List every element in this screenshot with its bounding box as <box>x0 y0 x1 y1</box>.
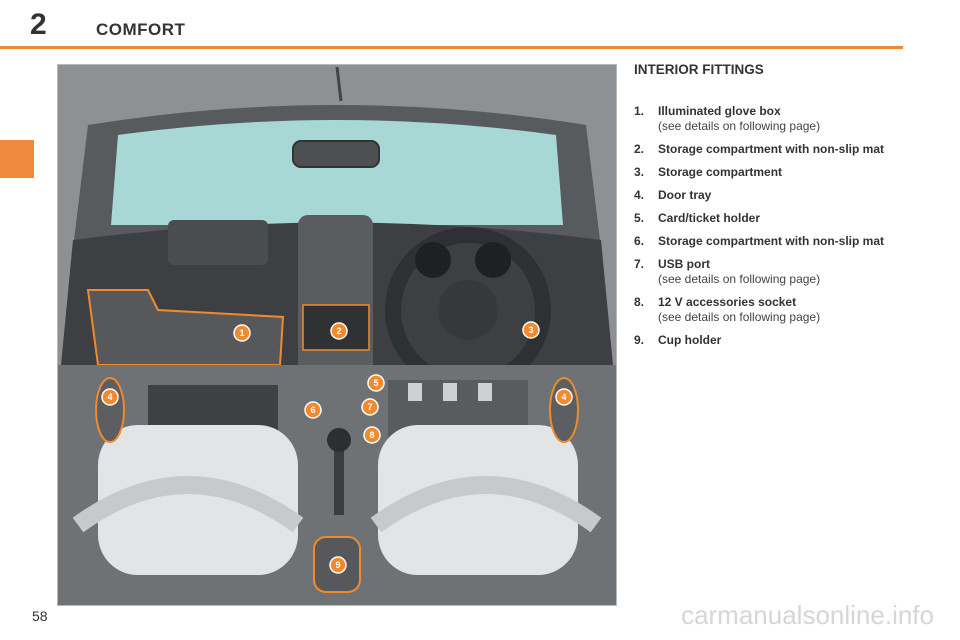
item-label: Cup holder <box>658 333 722 347</box>
list-item: 1. Illuminated glove box (see details on… <box>634 104 954 134</box>
header-rule <box>0 46 903 49</box>
list-item: 3. Storage compartment <box>634 165 954 180</box>
page-number: 58 <box>32 608 48 624</box>
chapter-title: COMFORT <box>96 20 186 39</box>
item-detail: (see details on following page) <box>658 272 821 286</box>
svg-text:2: 2 <box>336 326 341 336</box>
item-number: 5. <box>634 211 645 225</box>
callout-9: 9 <box>329 556 347 574</box>
list-item: 2. Storage compartment with non-slip mat <box>634 142 954 157</box>
car-interior-drawing: 1 2 3 4 4 5 6 7 8 9 <box>58 65 616 605</box>
car-interior-illustration: 1 2 3 4 4 5 6 7 8 9 <box>57 64 617 606</box>
item-number: 1. <box>634 104 645 118</box>
svg-text:3: 3 <box>528 325 533 335</box>
item-label: Card/ticket holder <box>658 211 761 225</box>
svg-text:4: 4 <box>107 392 112 402</box>
list-item: 5. Card/ticket holder <box>634 211 954 226</box>
list-item: 8. 12 V accessories socket (see details … <box>634 295 954 325</box>
callout-1: 1 <box>233 324 251 342</box>
item-number: 9. <box>634 333 645 347</box>
item-label: 12 V accessories socket <box>658 295 797 309</box>
item-label: Door tray <box>658 188 712 202</box>
item-number: 8. <box>634 295 645 309</box>
watermark: carmanualsonline.info <box>681 600 934 630</box>
svg-text:7: 7 <box>367 402 372 412</box>
callout-2: 2 <box>330 322 348 340</box>
callout-4-left: 4 <box>101 388 119 406</box>
svg-text:8: 8 <box>369 430 374 440</box>
section-title: INTERIOR FITTINGS <box>634 62 764 77</box>
item-label: Storage compartment <box>658 165 783 179</box>
svg-text:9: 9 <box>335 560 340 570</box>
svg-text:1: 1 <box>239 328 244 338</box>
list-item: 7. USB port (see details on following pa… <box>634 257 954 287</box>
item-number: 3. <box>634 165 645 179</box>
svg-text:6: 6 <box>310 405 315 415</box>
item-label: Storage compartment with non-slip mat <box>658 142 885 156</box>
chapter-side-tab <box>0 140 34 178</box>
fittings-list: 1. Illuminated glove box (see details on… <box>634 104 954 356</box>
item-number: 7. <box>634 257 645 271</box>
callout-6: 6 <box>304 401 322 419</box>
chapter-number: 2 <box>30 8 47 41</box>
list-item: 6. Storage compartment with non-slip mat <box>634 234 954 249</box>
svg-text:4: 4 <box>561 392 566 402</box>
callout-7: 7 <box>361 398 379 416</box>
item-number: 2. <box>634 142 645 156</box>
item-number: 6. <box>634 234 645 248</box>
callout-8: 8 <box>363 426 381 444</box>
item-detail: (see details on following page) <box>658 119 821 133</box>
list-item: 4. Door tray <box>634 188 954 203</box>
item-label: Illuminated glove box <box>658 104 781 118</box>
list-item: 9. Cup holder <box>634 333 954 348</box>
item-detail: (see details on following page) <box>658 310 821 324</box>
callout-5: 5 <box>367 374 385 392</box>
item-label: Storage compartment with non-slip mat <box>658 234 885 248</box>
item-label: USB port <box>658 257 710 271</box>
item-number: 4. <box>634 188 645 202</box>
svg-text:5: 5 <box>373 378 378 388</box>
callout-3: 3 <box>522 321 540 339</box>
callout-4-right: 4 <box>555 388 573 406</box>
